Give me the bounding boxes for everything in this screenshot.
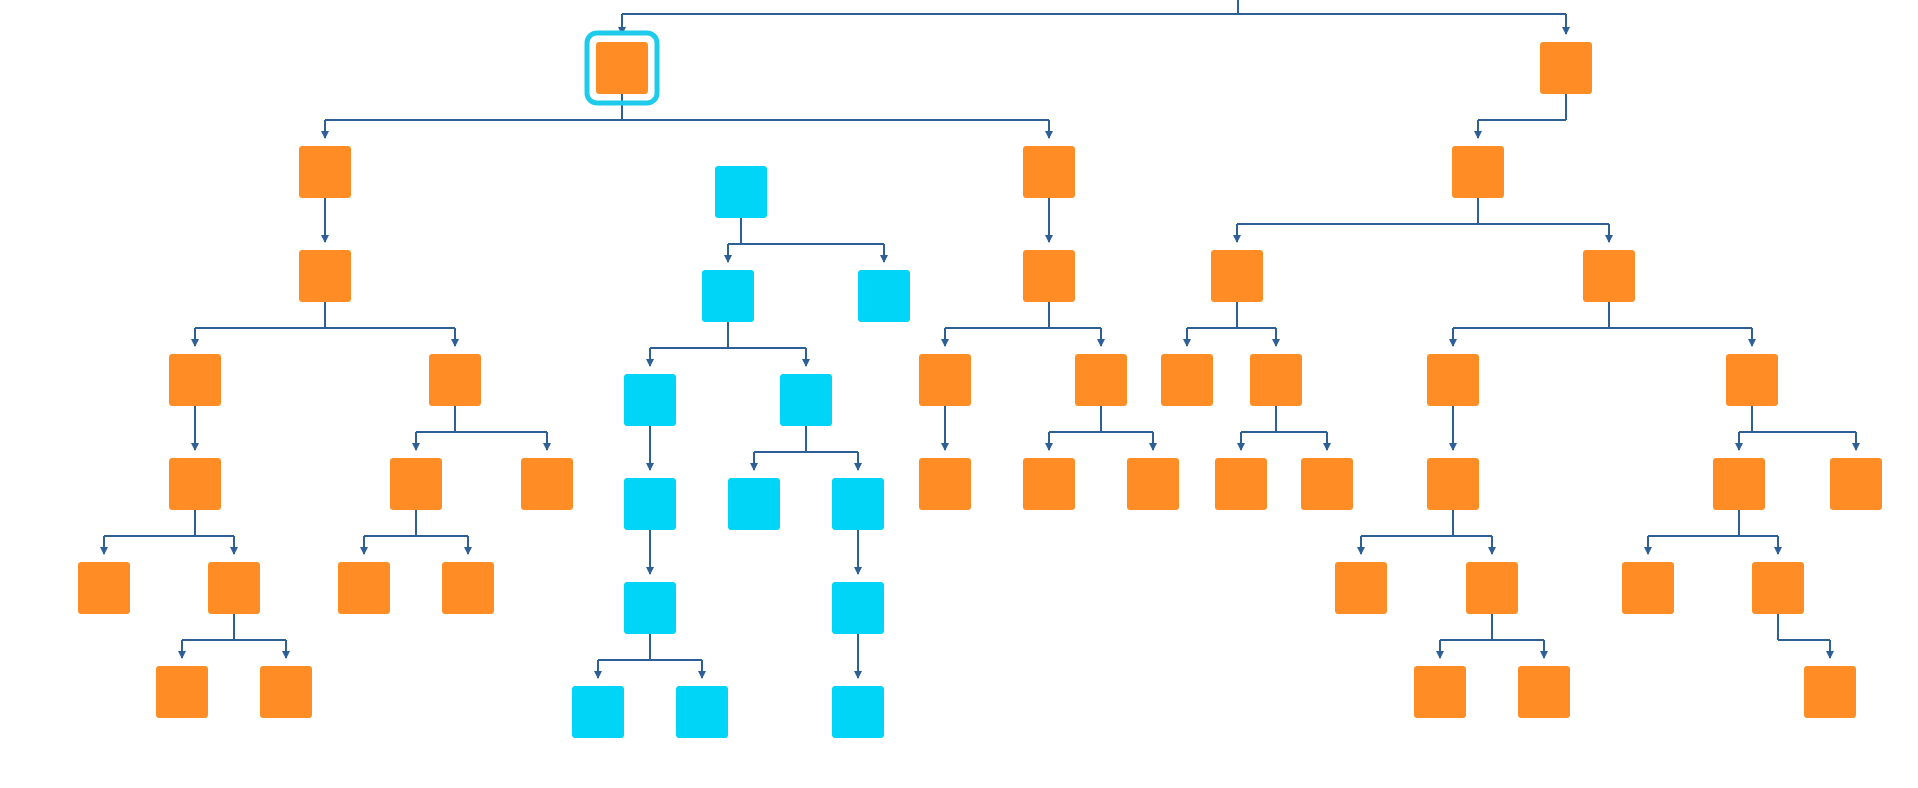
- tree-node-n11[interactable]: [1211, 250, 1263, 302]
- tree-node-n30[interactable]: [1023, 458, 1075, 510]
- tree-node-n3[interactable]: [299, 146, 351, 198]
- tree-node-n10[interactable]: [1023, 250, 1075, 302]
- connector-n6: [1233, 198, 1613, 243]
- connector-n12: [1449, 302, 1756, 347]
- tree-node-n4[interactable]: [715, 166, 767, 218]
- tree-node-n46[interactable]: [1752, 562, 1804, 614]
- connector-n38: [594, 634, 706, 679]
- tree-node-n40[interactable]: [208, 562, 260, 614]
- connector-n35: [1644, 510, 1782, 555]
- tree-node-n38[interactable]: [624, 582, 676, 634]
- tree-node-n1[interactable]: [584, 30, 660, 106]
- tree-node-n14[interactable]: [624, 374, 676, 426]
- tree-node-n19[interactable]: [1161, 354, 1213, 406]
- tree-node-n42[interactable]: [442, 562, 494, 614]
- tree-node-n36[interactable]: [1830, 458, 1882, 510]
- tree-node-n53[interactable]: [1518, 666, 1570, 718]
- tree-node-n17[interactable]: [919, 354, 971, 406]
- connector-n11: [1183, 302, 1280, 347]
- tree-node-n29[interactable]: [919, 458, 971, 510]
- connector-n23: [100, 510, 238, 555]
- tree-node-n41[interactable]: [338, 562, 390, 614]
- tree-node-n47[interactable]: [156, 666, 208, 718]
- tree-node-n27[interactable]: [390, 458, 442, 510]
- tree-node-n28[interactable]: [521, 458, 573, 510]
- tree-node-n43[interactable]: [1335, 562, 1387, 614]
- tree-node-n20[interactable]: [1250, 354, 1302, 406]
- tree-node-n16[interactable]: [429, 354, 481, 406]
- connector-n27: [360, 510, 472, 555]
- tree-node-n32[interactable]: [1215, 458, 1267, 510]
- tree-node-n12[interactable]: [1583, 250, 1635, 302]
- tree-node-n45[interactable]: [1622, 562, 1674, 614]
- tree-node-n49[interactable]: [676, 686, 728, 738]
- tree-node-n54[interactable]: [1804, 666, 1856, 718]
- tree-node-n44[interactable]: [1466, 562, 1518, 614]
- connector-n15: [750, 426, 862, 471]
- connector-n16: [412, 406, 551, 451]
- tree-node-n5[interactable]: [1023, 146, 1075, 198]
- tree-node-n22[interactable]: [1726, 354, 1778, 406]
- tree-node-n2[interactable]: [1540, 42, 1592, 94]
- tree-node-n21[interactable]: [1427, 354, 1479, 406]
- tree-node-n6[interactable]: [1452, 146, 1504, 198]
- tree-node-n33[interactable]: [1301, 458, 1353, 510]
- tree-node-n18[interactable]: [1075, 354, 1127, 406]
- connector-n44: [1436, 614, 1548, 659]
- connector-n1: [321, 94, 1053, 139]
- tree-node-n51[interactable]: [260, 666, 312, 718]
- connector-n4: [724, 218, 888, 263]
- tree-node-n23[interactable]: [169, 458, 221, 510]
- connector-n22: [1735, 406, 1860, 451]
- connector-layer: [100, 0, 1860, 679]
- tree-node-n25[interactable]: [728, 478, 780, 530]
- tree-node-n52[interactable]: [1414, 666, 1466, 718]
- connector-n7: [191, 302, 459, 347]
- connector-n18: [1045, 406, 1157, 451]
- selection-ring: [584, 30, 660, 106]
- connector-n40: [178, 614, 290, 659]
- tree-node-n24[interactable]: [624, 478, 676, 530]
- tree-node-n13[interactable]: [169, 354, 221, 406]
- node-layer: [78, 30, 1882, 738]
- connector-n10: [941, 302, 1105, 347]
- tree-node-n15[interactable]: [780, 374, 832, 426]
- tree-node-n39[interactable]: [832, 582, 884, 634]
- tree-node-n48[interactable]: [572, 686, 624, 738]
- tree-node-n31[interactable]: [1127, 458, 1179, 510]
- tree-node-n8[interactable]: [702, 270, 754, 322]
- connector-n20: [1237, 406, 1331, 451]
- tree-node-n35[interactable]: [1713, 458, 1765, 510]
- tree-node-n50[interactable]: [832, 686, 884, 738]
- connector-root: [618, 0, 1570, 35]
- connector-n46: [1777, 614, 1834, 659]
- connector-n2: [1474, 94, 1567, 139]
- tree-node-n34[interactable]: [1427, 458, 1479, 510]
- tree-node-n9[interactable]: [858, 270, 910, 322]
- tree-node-n37[interactable]: [78, 562, 130, 614]
- connector-n34: [1357, 510, 1496, 555]
- tree-node-n7[interactable]: [299, 250, 351, 302]
- tree-node-n26[interactable]: [832, 478, 884, 530]
- connector-n8: [646, 322, 810, 367]
